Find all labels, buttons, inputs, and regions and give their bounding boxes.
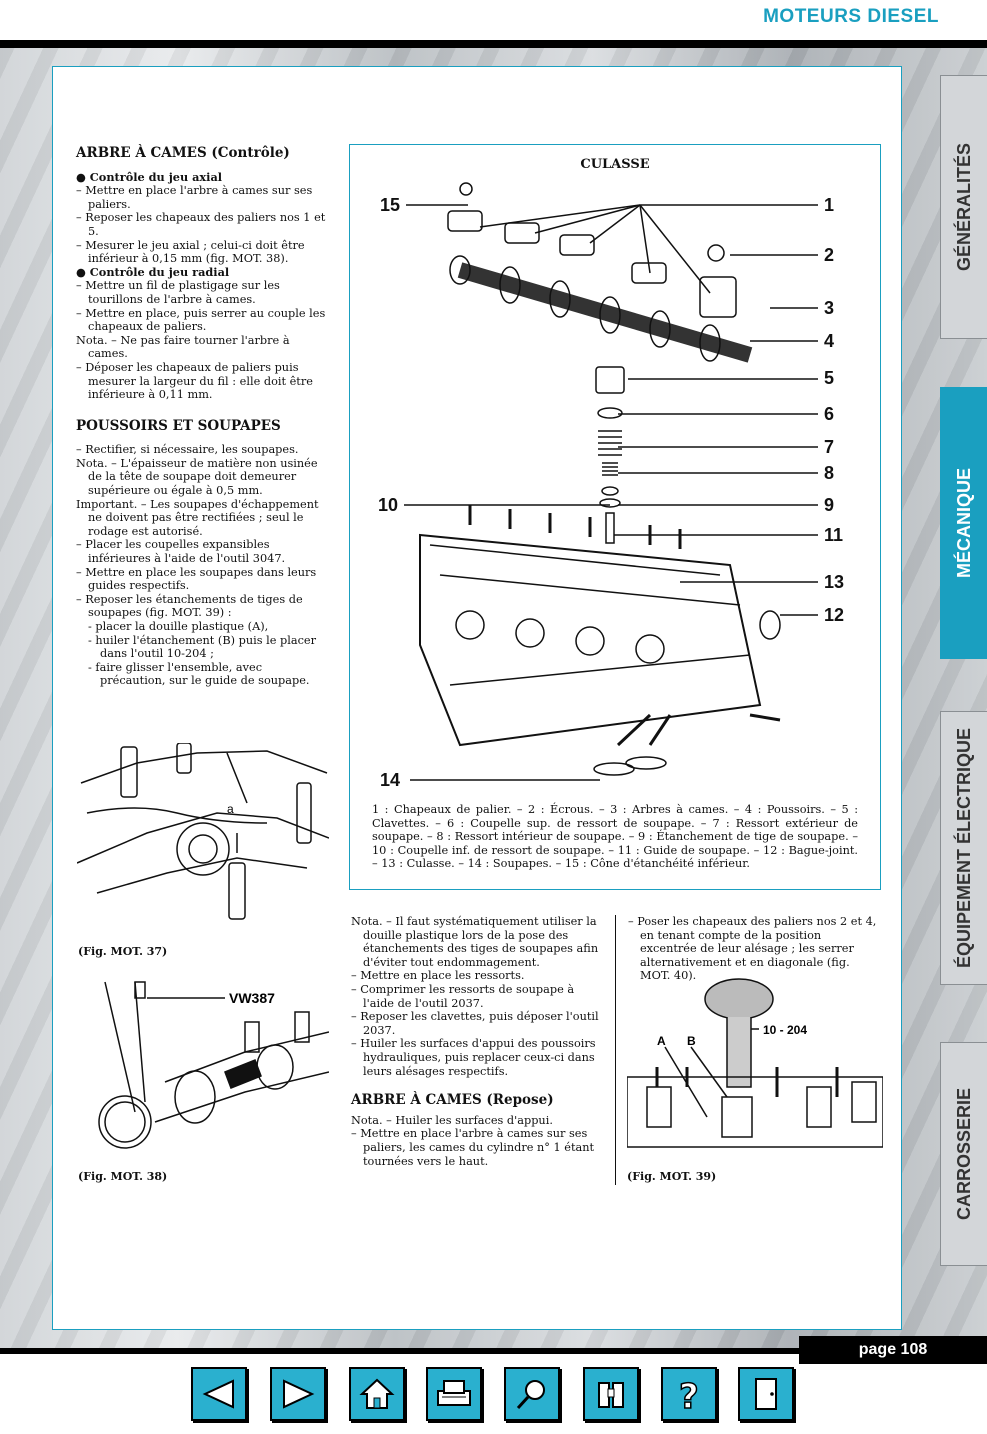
label-a: A (657, 1034, 666, 1048)
section-title: MOTEURS DIESEL (763, 6, 939, 27)
arrow-right-icon (283, 1379, 315, 1409)
callout-10: 10 (378, 495, 399, 515)
heading-arbre-repose: ARBRE À CAMES (Repose) (351, 1092, 554, 1109)
sub-item: - huiler l'étanchement (B) puis le place… (88, 633, 317, 661)
left-column: ARBRE À CAMES (Contrôle) ● Contrôle du j… (76, 145, 326, 688)
binoculars-icon (598, 1382, 624, 1408)
paragraph: – Mesurer le jeu axial ; celui-ci doit ê… (76, 238, 305, 266)
page-number: page 108 (799, 1336, 987, 1364)
paragraph: – Mettre en place, puis serrer au couple… (76, 306, 326, 334)
fig-mot-38-drawing: VW387 (98, 981, 329, 1149)
print-button[interactable] (426, 1367, 482, 1421)
subheading: ● Contrôle du jeu radial (76, 264, 230, 279)
paragraph: – Poser les chapeaux des paliers nos 2 e… (628, 915, 877, 983)
paragraph: – Mettre un fil de plastigage sur les to… (76, 279, 280, 306)
paragraph: – Mettre en place les ressorts. (351, 969, 525, 983)
sub-item: - placer la douille plastique (A), (88, 620, 269, 633)
sub-item: - faire glisser l'ensemble, avec précaut… (88, 660, 310, 688)
fig-mot-38-label: (Fig. MOT. 38) (78, 1170, 168, 1183)
callout-1: 1 (824, 195, 835, 215)
tab-generalites[interactable]: GÉNÉRALITÉS (940, 75, 987, 339)
question-mark-icon: ? (678, 1376, 699, 1412)
paragraph: – Mettre en place les soupapes dans leur… (76, 565, 317, 593)
callout-2: 2 (824, 245, 835, 265)
note: Nota. – Huiler les surfaces d'appui. (351, 1113, 553, 1127)
paragraph: – Comprimer les ressorts de soupape à l'… (351, 982, 575, 1010)
callout-13: 13 (824, 572, 845, 592)
tab-carrosserie[interactable]: CARROSSERIE (940, 1042, 987, 1266)
exploded-view-drawing (404, 182, 818, 781)
document-page: ARBRE À CAMES (Contrôle) ● Contrôle du j… (52, 66, 902, 1330)
exit-button[interactable] (738, 1367, 794, 1421)
tab-equipement-electrique[interactable]: ÉQUIPEMENT ÉLECTRIQUE (940, 711, 987, 985)
callout-11: 11 (824, 525, 844, 545)
next-page-button[interactable] (270, 1367, 326, 1421)
search-button[interactable] (504, 1367, 560, 1421)
subheading: ● Contrôle du jeu axial (76, 169, 223, 184)
home-button[interactable] (349, 1367, 405, 1421)
fig-mot-39-label: (Fig. MOT. 39) (627, 1170, 717, 1183)
callout-7: 7 (824, 437, 835, 457)
index-button[interactable] (583, 1367, 639, 1421)
heading-poussoirs: POUSSOIRS ET SOUPAPES (76, 417, 281, 434)
tool-label-10-204: 10 - 204 (763, 1023, 807, 1037)
heading-arbre-controle: ARBRE À CAMES (Contrôle) (76, 145, 290, 161)
magnifier-icon (516, 1380, 545, 1410)
right-column: – Poser les chapeaux des paliers nos 2 e… (628, 915, 880, 983)
fig-mot-37-label: (Fig. MOT. 37) (78, 945, 168, 958)
label-b: B (687, 1034, 696, 1048)
previous-page-button[interactable] (191, 1367, 247, 1421)
exit-door-icon (755, 1378, 777, 1410)
home-icon (359, 1378, 395, 1409)
paragraph: – Huiler les surfaces d'appui des pousso… (351, 1037, 596, 1078)
note: Nota. – Il faut systématiquement utilise… (351, 915, 599, 969)
middle-column: Nota. – Il faut systématiquement utilise… (351, 915, 601, 1168)
note: Nota. – L'épaisseur de matière non usiné… (76, 456, 318, 498)
callout-5: 5 (824, 368, 835, 388)
callout-9: 9 (824, 495, 835, 515)
column-divider (615, 915, 616, 1185)
paragraph: – Reposer les étanchements de tiges de s… (76, 592, 303, 620)
note: Nota. – Ne pas faire tourner l'arbre à c… (76, 333, 290, 361)
callout-12: 12 (824, 605, 845, 625)
dimension-label-a: a (227, 802, 234, 816)
callout-15: 15 (380, 195, 401, 215)
fig-mot-39-drawing: 10 - 204 A B (627, 978, 883, 1148)
arrow-left-icon (202, 1379, 234, 1409)
callout-6: 6 (824, 404, 835, 424)
help-button[interactable]: ? (661, 1367, 717, 1421)
paragraph: – Déposer les chapeaux de paliers puis m… (76, 360, 313, 402)
paragraph: – Reposer les clavettes, puis déposer l'… (351, 1010, 599, 1037)
tool-label-vw387: VW387 (229, 990, 275, 1006)
callout-8: 8 (824, 463, 835, 483)
figure-title: CULASSE (580, 157, 650, 172)
tab-mecanique[interactable]: MÉCANIQUE (940, 387, 987, 659)
printer-icon (437, 1380, 471, 1406)
callout-4: 4 (824, 331, 835, 351)
paragraph: – Mettre en place l'arbre à cames sur se… (351, 1127, 595, 1168)
callout-14: 14 (380, 770, 401, 790)
note: Important. – Les soupapes d'échappement … (76, 497, 319, 538)
paragraph: – Placer les coupelles expansibles infér… (76, 538, 286, 566)
paragraph: – Rectifier, si nécessaire, les soupapes… (76, 443, 299, 457)
callout-3: 3 (824, 298, 835, 318)
figure-culasse: CULASSE (349, 144, 881, 890)
fig-mot-37-drawing: a (77, 743, 329, 920)
paragraph: – Reposer les chapeaux des paliers nos 1… (76, 211, 326, 238)
top-rule (0, 40, 987, 48)
figure-caption: 1 : Chapeaux de palier. – 2 : Écrous. – … (372, 803, 858, 871)
paragraph: – Mettre en place l'arbre à cames sur se… (76, 184, 313, 211)
svg-text:?: ? (679, 1377, 699, 1412)
bottom-rule (0, 1348, 987, 1354)
